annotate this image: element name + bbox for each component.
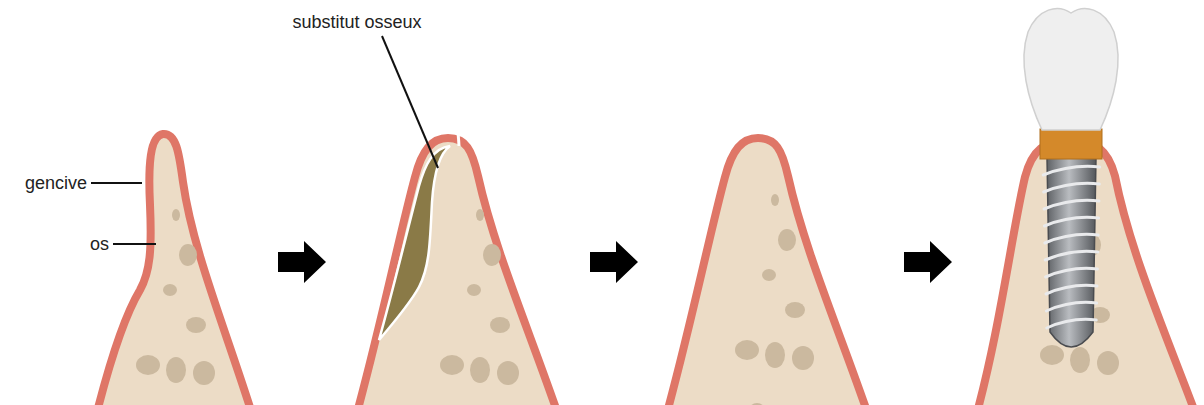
implant-abutment [1040, 129, 1102, 159]
screw-thread [1045, 234, 1098, 243]
bone-pores [440, 209, 519, 405]
leader-line [382, 36, 438, 168]
step-arrow [904, 241, 952, 283]
screw-thread [1044, 200, 1099, 209]
bone-label: os [90, 233, 109, 255]
step-arrow [590, 241, 638, 283]
screw-thread [1046, 302, 1096, 311]
thin-ridge [95, 134, 254, 405]
bone-substitute [379, 146, 450, 340]
leader-line [113, 243, 156, 245]
step-arrow [278, 241, 326, 283]
screw-thread [1044, 183, 1100, 192]
healed-ridge [665, 138, 870, 405]
leader-line [91, 182, 142, 184]
implant-ridge [975, 140, 1198, 405]
screw-thread [1047, 319, 1096, 328]
screw-thread [1044, 217, 1098, 226]
implant-crown [1024, 9, 1118, 130]
screw-thread [1045, 251, 1098, 260]
screw-thread [1043, 166, 1099, 175]
screw-thread [1046, 268, 1098, 277]
grafted-ridge [355, 131, 560, 405]
gum-label: gencive [25, 172, 87, 194]
bone-pores [735, 194, 814, 405]
screw-thread [1046, 285, 1097, 294]
dental-implant [1024, 9, 1118, 347]
bone-pores [136, 209, 215, 405]
bone-substitute-label: substitut osseux [292, 11, 421, 33]
gum-incision [458, 131, 459, 146]
